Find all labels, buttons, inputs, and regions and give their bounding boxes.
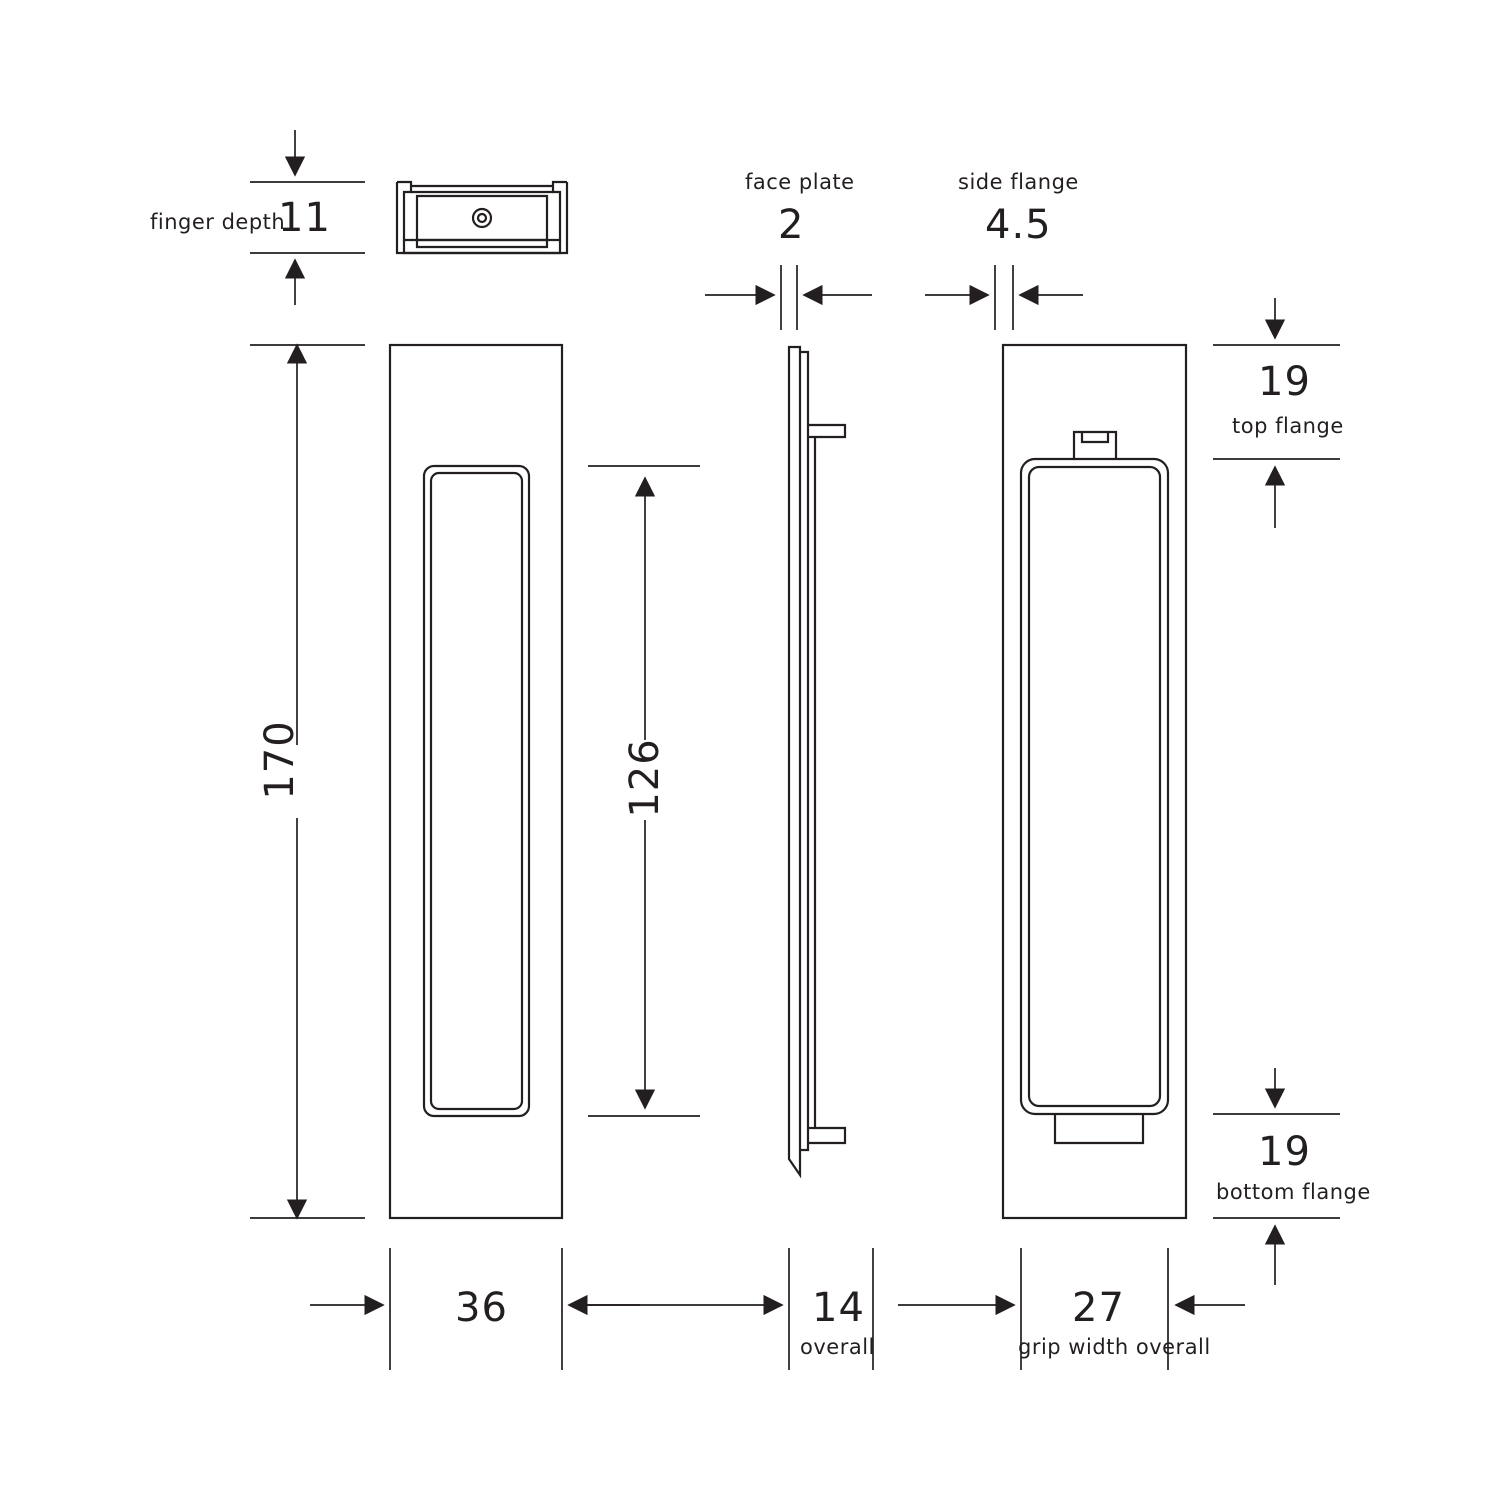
bottom-flange-label: bottom flange xyxy=(1216,1180,1371,1204)
depth-overall-value: 14 xyxy=(812,1285,865,1331)
back-view-outline xyxy=(1001,343,1188,1220)
finger-depth-value: 11 xyxy=(278,195,331,241)
dim-height-126 xyxy=(588,465,700,1117)
width-value: 36 xyxy=(455,1285,508,1331)
finger-depth-label: finger depth xyxy=(150,210,286,234)
dim-bottom-flange xyxy=(1213,1068,1340,1285)
bottom-flange-value: 19 xyxy=(1258,1129,1311,1175)
top-flange-label: top flange xyxy=(1232,414,1344,438)
dim-grip-width-27 xyxy=(898,1248,1245,1370)
face-plate-label: face plate xyxy=(745,170,855,194)
grip-width-value: 27 xyxy=(1072,1285,1125,1331)
overall-height-value: 170 xyxy=(257,720,303,800)
side-view-outline xyxy=(787,345,847,1179)
front-view-outline xyxy=(388,343,564,1220)
depth-overall-label: overall xyxy=(800,1335,875,1359)
dim-top-flange xyxy=(1213,298,1340,528)
dim-depth-14 xyxy=(585,1248,874,1370)
dim-height-170 xyxy=(250,343,365,1220)
dim-face-plate xyxy=(705,265,872,330)
grip-width-label: grip width overall xyxy=(1018,1335,1211,1359)
recess-height-value: 126 xyxy=(622,738,668,818)
top-flange-value: 19 xyxy=(1258,359,1311,405)
side-flange-value: 4.5 xyxy=(985,202,1052,248)
side-flange-label: side flange xyxy=(958,170,1079,194)
top-section-profile xyxy=(395,180,569,255)
dim-finger-depth xyxy=(250,130,365,305)
dim-side-flange xyxy=(925,265,1083,330)
face-plate-value: 2 xyxy=(778,202,805,248)
